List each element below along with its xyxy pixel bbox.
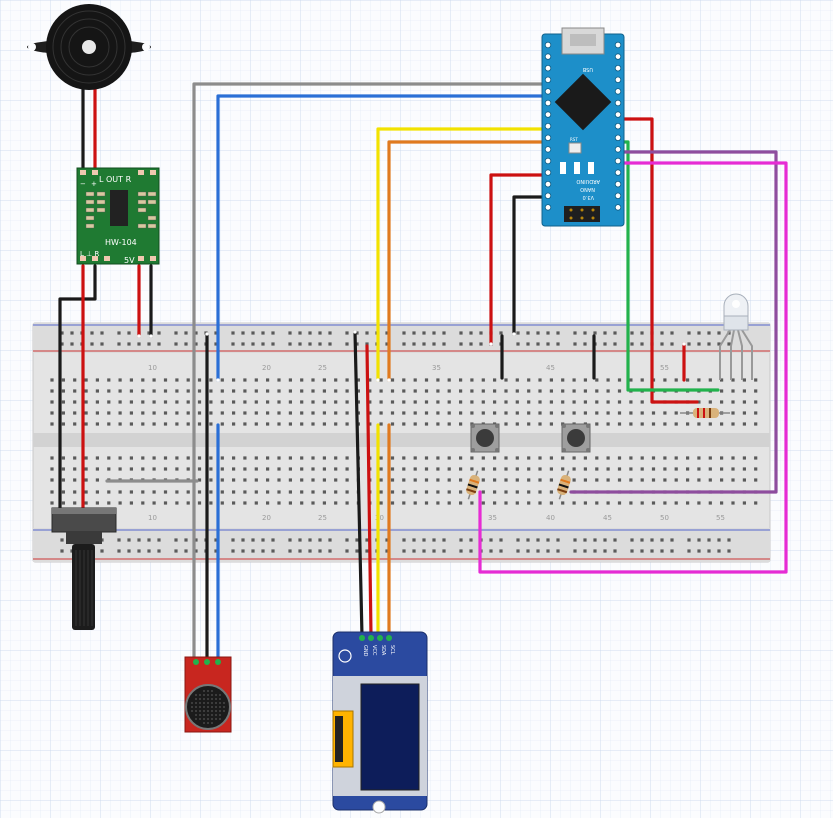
piezo-speaker bbox=[27, 4, 151, 90]
col-label-bottom: 20 bbox=[262, 514, 271, 522]
wire-red-led bbox=[619, 117, 699, 404]
reset-button[interactable] bbox=[568, 142, 582, 154]
microphone-module bbox=[184, 656, 232, 733]
center-channel bbox=[33, 433, 770, 447]
wire-black-button bbox=[512, 195, 550, 336]
arduino-nano: USB RST ARDUINO NANO V3.0 bbox=[541, 27, 625, 227]
arduino-variant: NANO bbox=[580, 186, 595, 192]
arduino-version: V3.0 bbox=[583, 194, 594, 200]
col-label-bottom: 35 bbox=[488, 514, 497, 522]
wire-gray-mic bbox=[192, 82, 550, 664]
amp-plus-label: + bbox=[91, 180, 97, 188]
col-label-bottom: 40 bbox=[546, 514, 555, 522]
wire-yellow-upper bbox=[376, 127, 550, 382]
wires bbox=[58, 82, 788, 664]
push-button-2[interactable] bbox=[561, 423, 591, 453]
rst-label: RST bbox=[570, 137, 578, 142]
oled-pin-label: VCC bbox=[371, 645, 377, 656]
wire-magenta-button bbox=[478, 161, 788, 574]
oled-screen bbox=[360, 683, 420, 791]
col-label-top: 55 bbox=[660, 364, 669, 372]
potentiometer bbox=[51, 507, 117, 630]
col-label-bottom: 55 bbox=[716, 514, 725, 522]
rgb-led bbox=[719, 293, 753, 380]
amplifier-board: L OUT R − + HW-104 L ⊥ R 5V bbox=[76, 167, 160, 265]
wire-display-gnd bbox=[353, 330, 364, 638]
usb-label: USB bbox=[582, 66, 593, 72]
col-label-bottom: 45 bbox=[603, 514, 612, 522]
arduino-board-name: ARDUINO bbox=[576, 178, 600, 184]
col-label-top: 35 bbox=[432, 364, 441, 372]
col-label-top: 20 bbox=[262, 364, 271, 372]
push-button-1[interactable] bbox=[470, 423, 500, 453]
wire-purple-button bbox=[569, 150, 778, 494]
resistor-2 bbox=[557, 470, 571, 500]
amp-minus-label: − bbox=[80, 180, 86, 188]
col-label-bottom: 50 bbox=[660, 514, 669, 522]
icsp-header bbox=[564, 206, 600, 222]
amp-out-label: L OUT R bbox=[99, 175, 132, 184]
wire-blue-upper bbox=[216, 94, 550, 382]
wire-amp-black bbox=[58, 264, 97, 510]
oled-pin-label: GND bbox=[362, 645, 368, 657]
resistor-1 bbox=[466, 470, 480, 500]
nano-pins bbox=[544, 41, 622, 211]
col-label-bottom: 10 bbox=[148, 514, 157, 522]
resistor-3 bbox=[680, 408, 730, 418]
wire-red-button bbox=[489, 173, 550, 346]
amp-in-label: L ⊥ R bbox=[80, 250, 99, 258]
col-label-top: 25 bbox=[318, 364, 327, 372]
wire-orange-upper bbox=[387, 140, 550, 382]
amp-chip bbox=[110, 190, 128, 226]
col-label-bottom: 25 bbox=[318, 514, 327, 522]
amp-model-label: HW-104 bbox=[105, 238, 137, 247]
breadboard-holes bbox=[50, 331, 758, 553]
breadboard: 10 20 25 35 45 55 10 20 25 30 35 40 45 5… bbox=[32, 322, 771, 563]
wire-display-vcc bbox=[365, 344, 373, 638]
amp-power-label: 5V bbox=[124, 256, 135, 265]
oled-display: GND VCC SDA SCL bbox=[332, 631, 428, 814]
col-label-top: 10 bbox=[148, 364, 157, 372]
oled-pin-label: SCL bbox=[389, 645, 395, 655]
oled-pin-label: SDA bbox=[380, 645, 386, 656]
col-label-top: 45 bbox=[546, 364, 555, 372]
